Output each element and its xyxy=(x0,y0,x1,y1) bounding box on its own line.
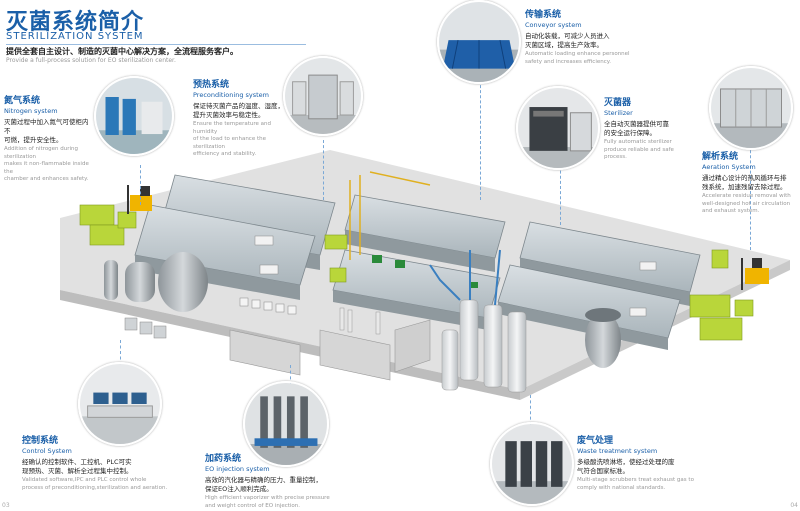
leader-eo-injection xyxy=(290,365,291,385)
callout-nitrogen: 氮气系统 Nitrogen system 灭菌过程中加入氮气可使柜内不 可燃，提… xyxy=(4,96,94,184)
conveyor-title-en: Conveyor system xyxy=(525,21,582,29)
forklift-right xyxy=(741,258,769,290)
photo-control-system xyxy=(78,362,162,446)
waste-title-en: Waste treatment system xyxy=(577,447,658,455)
callout-control: 控制系统 Control System 经确认的控制软件、工控机、PLC可实 现… xyxy=(22,436,182,492)
sterilizer-desc-cn: 全自动灭菌器提供可靠 的安全运行保障。 xyxy=(604,120,669,137)
nitrogen-title-en: Nitrogen system xyxy=(4,107,58,115)
preconditioning-desc-en: Ensure the temperature and humidity of t… xyxy=(193,121,272,157)
callout-eo-injection: 加药系统 EO injection system 高效的汽化器与精确的压力、重量… xyxy=(205,454,365,510)
forklift-left xyxy=(127,185,152,214)
callout-waste-treatment: 废气处理 Waste treatment system 多级酸洗喷淋塔，使经过处… xyxy=(577,436,727,492)
callout-sterilizer: 灭菌器 Sterilizer 全自动灭菌器提供可靠 的安全运行保障。 Fully… xyxy=(604,98,684,162)
eo-injection-desc-cn: 高效的汽化器与精确的压力、重量控制， 保证EO注入顺利完成。 xyxy=(205,476,322,493)
control-desc-en: Validated software,IPC and PLC control w… xyxy=(22,477,168,491)
control-desc-cn: 经确认的控制软件、工控机、PLC可实 现预热、灭菌、解析全过程集中控制。 xyxy=(22,458,133,475)
header-divider xyxy=(6,44,306,45)
control-title-cn: 控制系统 xyxy=(22,436,59,446)
preconditioning-desc-cn: 保证待灭菌产品的温度、湿度， 提升灭菌效率与稳定性。 xyxy=(193,102,284,119)
photo-conveyor-system xyxy=(437,0,521,84)
sterilizer-title-en: Sterilizer xyxy=(604,109,633,117)
leader-sterilizer xyxy=(560,150,561,225)
nitrogen-desc-en: Addition of nitrogen during sterilizatio… xyxy=(4,146,89,182)
sterilizer-desc-en: Fully automatic sterilizer produce relia… xyxy=(604,139,674,160)
page-number-right: 04 xyxy=(790,502,798,509)
aeration-title-cn: 解析系统 xyxy=(702,152,739,162)
page-subtitle: STERILIZATION SYSTEM xyxy=(6,31,144,42)
waste-scrubber-towers xyxy=(429,249,621,393)
callout-conveyor: 传输系统 Conveyor system 自动化装载，可减少人员进入 灭菌区域，… xyxy=(525,10,635,66)
control-title-en: Control System xyxy=(22,447,72,455)
intro-text-en: Provide a full-process solution for EO s… xyxy=(6,57,176,64)
conveyor-title-cn: 传输系统 xyxy=(525,10,562,20)
photo-preconditioning-system xyxy=(283,56,363,136)
leader-aeration xyxy=(750,140,751,250)
waste-desc-cn: 多级酸洗喷淋塔，使经过处理的废 气符合国家标准。 xyxy=(577,458,675,475)
nitrogen-title-cn: 氮气系统 xyxy=(4,96,41,106)
callout-preconditioning: 预热系统 Preconditioning system 保证待灭菌产品的温度、湿… xyxy=(193,80,293,159)
photo-aeration-system xyxy=(709,66,793,150)
conveyor-desc-cn: 自动化装载，可减少人员进入 灭菌区域，提高生产效率。 xyxy=(525,32,610,49)
photo-waste-treatment-system xyxy=(490,422,574,506)
photo-eo-injection-system xyxy=(243,381,329,467)
aeration-title-en: Aeration System xyxy=(702,163,756,171)
sterilizer-title-cn: 灭菌器 xyxy=(604,98,632,108)
eo-injection-desc-en: High efficient vaporizer with precise pr… xyxy=(205,495,330,509)
callout-aeration: 解析系统 Aeration System 通过精心设计的热风循环与排 残系统，加… xyxy=(702,152,798,216)
aeration-desc-cn: 通过精心设计的热风循环与排 残系统，加速残留去除过程。 xyxy=(702,174,787,191)
aeration-desc-en: Accelerate residue removal with well-des… xyxy=(702,193,791,214)
leader-nitrogen xyxy=(140,165,141,205)
page-number-left: 03 xyxy=(2,502,10,509)
intro-text-cn: 提供全套自主设计、制造的灭菌中心解决方案，全流程服务客户。 xyxy=(6,47,238,56)
leader-preconditioning xyxy=(323,140,324,200)
eo-injection-title-en: EO injection system xyxy=(205,465,270,473)
photo-nitrogen-system xyxy=(94,76,174,156)
waste-title-cn: 废气处理 xyxy=(577,436,614,446)
aeration-room xyxy=(497,221,701,350)
pallets xyxy=(79,204,754,341)
nitrogen-desc-cn: 灭菌过程中加入氮气可使柜内不 可燃，提升安全性。 xyxy=(4,118,89,144)
leader-control xyxy=(120,340,121,365)
eo-injection-title-cn: 加药系统 xyxy=(205,454,242,464)
conveyor-desc-en: Automatic loading enhance personnel safe… xyxy=(525,51,630,65)
page-title: 灭菌系统简介 xyxy=(6,10,145,35)
preconditioning-title-en: Preconditioning system xyxy=(193,91,270,99)
waste-desc-en: Multi-stage scrubbers treat exhaust gas … xyxy=(577,477,694,491)
leader-waste xyxy=(530,395,531,425)
photo-sterilizer xyxy=(516,86,600,170)
nitrogen-tanks xyxy=(104,252,208,339)
leader-conveyor xyxy=(480,80,481,200)
eo-injection-units xyxy=(229,297,431,381)
preconditioning-title-cn: 预热系统 xyxy=(193,80,230,90)
